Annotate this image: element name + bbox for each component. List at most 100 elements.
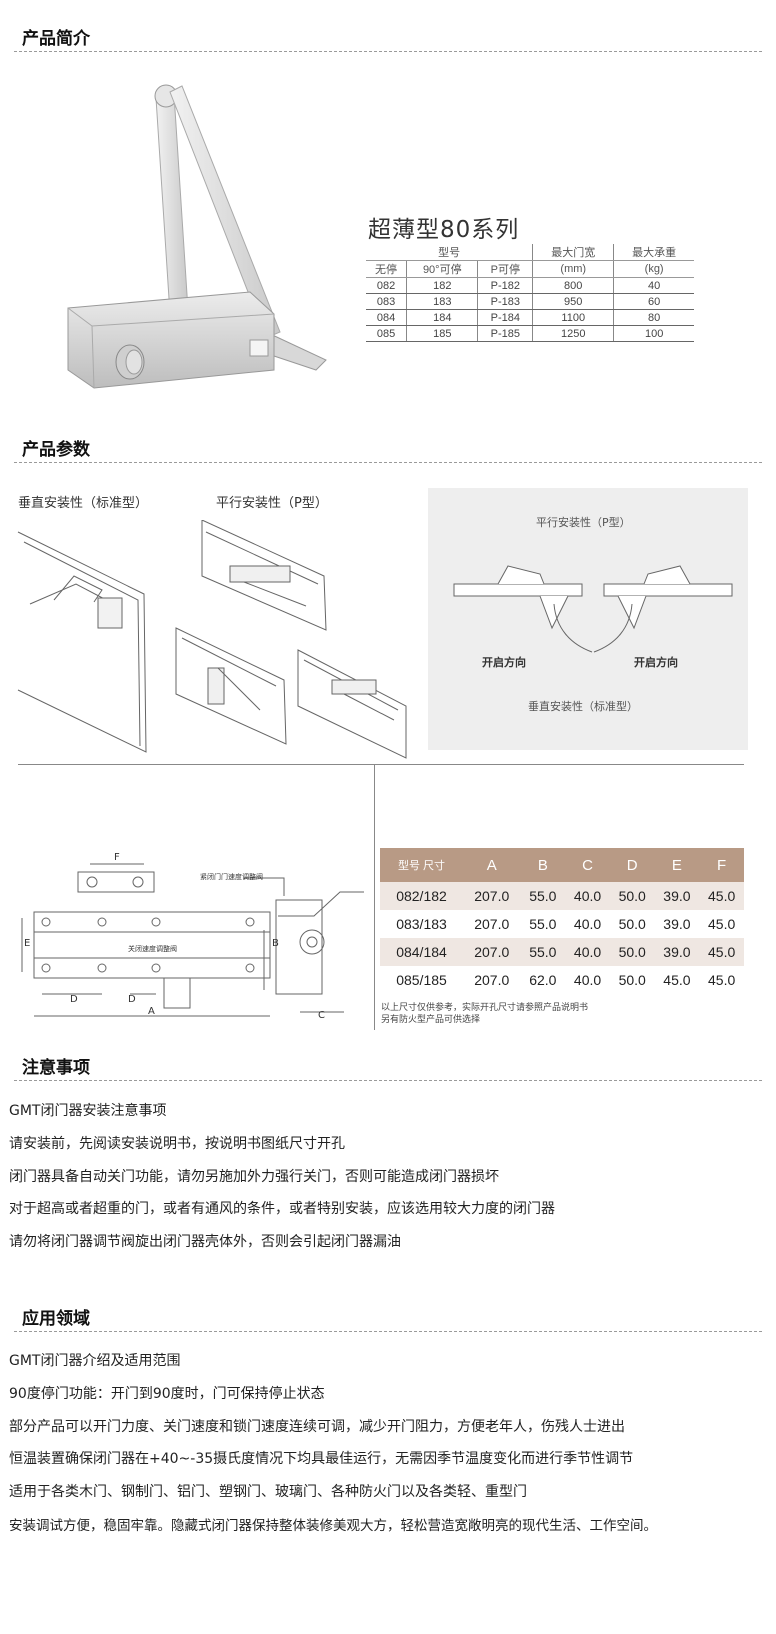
open-direction-left: 开启方向	[482, 656, 526, 669]
section-title: 产品参数	[22, 440, 90, 460]
notes-line: GMT闭门器安装注意事项	[9, 1103, 167, 1119]
dim-cell: 40.0	[565, 882, 610, 910]
dim-cell: 207.0	[463, 938, 521, 966]
dim-cell: 207.0	[463, 966, 521, 994]
spec-cell: P-183	[477, 293, 533, 310]
panel-parallel-label: 平行安装性（P型）	[536, 516, 631, 529]
spec-row: 082 182 P-182 800 40	[366, 277, 694, 294]
parallel-install-label: 平行安装性（P型）	[216, 496, 328, 511]
dimension-note-line: 另有防火型产品可供选择	[381, 1015, 481, 1025]
usage-line: 恒温装置确保闭门器在+40~-35摄氏度情况下均具最佳运行，无需因季节温度变化而…	[9, 1451, 634, 1467]
spec-table-header: 型号 最大门宽 最大承重	[366, 244, 694, 261]
dashed-divider	[14, 1331, 762, 1332]
dim-head-cell: D	[609, 848, 655, 882]
dim-cell: 45.0	[699, 910, 744, 938]
usage-line: GMT闭门器介绍及适用范围	[9, 1353, 181, 1369]
notes-line: 请安装前，先阅读安装说明书，按说明书图纸尺寸开孔	[9, 1136, 345, 1152]
spec-unit-mm: (mm)	[532, 260, 614, 278]
spec-sub-pstop: P可停	[477, 260, 533, 278]
drawing-label-a: A	[148, 1006, 155, 1017]
section-header-notes: 注意事项	[0, 1053, 776, 1081]
dim-cell: 39.0	[654, 910, 700, 938]
valve-label-top: 紧闭门门速度调整阀	[200, 873, 263, 881]
dim-head-cell: B	[520, 848, 566, 882]
spec-cell: 084	[366, 309, 407, 326]
dim-cell: 207.0	[463, 910, 521, 938]
section-title: 应用领域	[22, 1309, 90, 1329]
spec-header-model: 型号	[366, 244, 533, 261]
dimension-table: 型号 尺寸 A B C D E F 082/182 207.0 55.0 40.…	[380, 848, 744, 994]
dim-cell: 45.0	[699, 966, 744, 994]
spec-cell: 80	[613, 309, 694, 326]
drawing-label-b: B	[272, 938, 279, 949]
hinge-diagram-panel: 平行安装性（P型） 开启方向 开启方向 垂直安装性（标准型）	[428, 488, 748, 750]
spec-cell: P-184	[477, 309, 533, 326]
spec-cell: 184	[406, 309, 478, 326]
dim-cell: 40.0	[565, 938, 610, 966]
notes-line: 请勿将闭门器调节阀旋出闭门器壳体外，否则会引起闭门器漏油	[9, 1234, 401, 1250]
notes-line: 对于超高或者超重的门，或者有通风的条件，或者特别安装，应该选用较大力度的闭门器	[9, 1201, 555, 1217]
dim-head-cell: 型号 尺寸	[380, 848, 464, 882]
dim-cell: 40.0	[565, 910, 610, 938]
spec-table-subheader: 无停 90°可停 P可停 (mm) (kg)	[366, 260, 694, 278]
door-closer-product-image	[67, 84, 327, 389]
spec-row: 083 183 P-183 950 60	[366, 293, 694, 310]
grid-divider-vertical	[374, 764, 375, 1030]
spec-cell: 60	[613, 293, 694, 310]
dim-cell: 45.0	[699, 938, 744, 966]
spec-cell: 082	[366, 277, 407, 294]
dim-cell: 50.0	[609, 910, 655, 938]
dim-cell: 50.0	[609, 882, 655, 910]
drawing-label-f: F	[114, 852, 120, 863]
spec-cell: P-182	[477, 277, 533, 294]
spec-cell: 100	[613, 325, 694, 342]
drawing-label-d1: D	[70, 994, 78, 1005]
dimension-drawing	[21, 863, 364, 1017]
dim-row: 084/184 207.0 55.0 40.0 50.0 39.0 45.0	[380, 938, 744, 966]
dim-cell: 50.0	[609, 966, 655, 994]
dim-cell: 207.0	[463, 882, 521, 910]
install-drawings	[17, 520, 407, 759]
panel-vertical-label: 垂直安装性（标准型）	[528, 700, 638, 713]
dim-row: 082/182 207.0 55.0 40.0 50.0 39.0 45.0	[380, 882, 744, 910]
dim-cell: 40.0	[565, 966, 610, 994]
spec-cell: P-185	[477, 325, 533, 342]
spec-row: 084 184 P-184 1100 80	[366, 309, 694, 326]
spec-sub-90stop: 90°可停	[406, 260, 478, 278]
spec-cell: 185	[406, 325, 478, 342]
spec-cell: 950	[532, 293, 614, 310]
dashed-divider	[14, 462, 762, 463]
dim-head-cell: F	[699, 848, 744, 882]
dim-head-cell: E	[654, 848, 700, 882]
spec-cell: 182	[406, 277, 478, 294]
section-header-usage: 应用领域	[0, 1304, 776, 1332]
section-header-intro: 产品简介	[0, 24, 776, 52]
dim-cell: 62.0	[520, 966, 566, 994]
door-swing-diagram	[453, 565, 733, 653]
dim-cell: 55.0	[520, 910, 566, 938]
spec-unit-kg: (kg)	[613, 260, 694, 278]
dimension-note-line: 以上尺寸仅供参考，实际开孔尺寸请参照产品说明书	[381, 1003, 589, 1013]
dim-cell: 085/185	[380, 966, 464, 994]
spec-cell: 083	[366, 293, 407, 310]
spec-cell: 800	[532, 277, 614, 294]
dim-row: 083/183 207.0 55.0 40.0 50.0 39.0 45.0	[380, 910, 744, 938]
dim-cell: 55.0	[520, 938, 566, 966]
series-title: 超薄型80系列	[368, 217, 520, 243]
drawing-label-d2: D	[128, 994, 136, 1005]
spec-cell: 1250	[532, 325, 614, 342]
usage-line: 90度停门功能：开门到90度时，门可保持停止状态	[9, 1386, 325, 1402]
spec-cell: 1100	[532, 309, 614, 326]
spec-sub-nostop: 无停	[366, 260, 407, 278]
dim-cell: 50.0	[609, 938, 655, 966]
valve-label-mid: 关闭速度调整阀	[128, 945, 177, 953]
dim-head-cell: C	[565, 848, 610, 882]
grid-divider	[18, 764, 744, 765]
dimension-note: 以上尺寸仅供参考，实际开孔尺寸请参照产品说明书 另有防火型产品可供选择	[381, 1002, 588, 1026]
dim-cell: 45.0	[699, 882, 744, 910]
spec-cell: 183	[406, 293, 478, 310]
dim-cell: 45.0	[654, 966, 700, 994]
spec-row: 085 185 P-185 1250 100	[366, 325, 694, 342]
section-title: 产品简介	[22, 29, 90, 49]
section-title: 注意事项	[22, 1058, 90, 1078]
